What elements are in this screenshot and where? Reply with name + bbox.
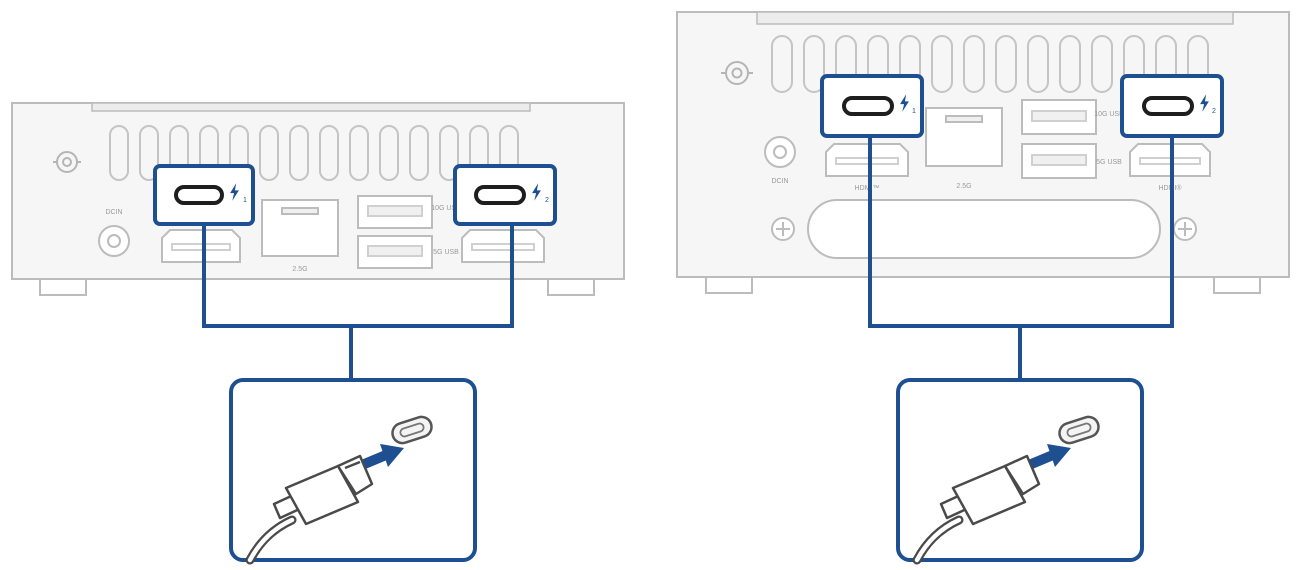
usb-c-plug-icon <box>912 454 1041 565</box>
usb-c-port-icon <box>174 185 224 205</box>
usb-bottom-label: 5G USB <box>433 249 459 256</box>
right-thunderbolt-port-2: 2 <box>1120 74 1224 138</box>
ethernet-label: 2.5G <box>956 183 971 190</box>
usb-c-port-icon <box>474 185 526 205</box>
left-thunderbolt-port-1: 1 <box>153 164 255 226</box>
tb-index-2: 2 <box>545 197 549 204</box>
left-dc-jack: DCIN <box>98 209 130 257</box>
right-usb-a-ports: 10G USB 5G USB <box>1021 99 1124 179</box>
usb-c-port-icon <box>842 96 894 116</box>
left-callout <box>229 378 477 565</box>
usb-top-label: 10G USB <box>1094 111 1124 118</box>
left-hdmi-2 <box>461 229 545 263</box>
kensington-lock-icon <box>721 61 753 85</box>
right-connector-lines <box>868 136 1174 380</box>
usb-bottom-label: 5G USB <box>1096 159 1122 166</box>
tb-index-1: 1 <box>243 197 247 204</box>
right-callout <box>896 378 1144 565</box>
right-mini-pc: DCIN HDMI™ HDMI® 2.5G 10G USB 5G USB <box>676 11 1290 565</box>
left-usb-a-ports: 10G USB 5G USB <box>357 195 461 269</box>
dc-label: DCIN <box>771 178 788 185</box>
usb-top-label: 10G USB <box>431 205 461 212</box>
right-foot-right <box>1213 276 1261 294</box>
left-ethernet-port: 2.5G <box>261 199 339 273</box>
usb-c-port-icon <box>1058 415 1100 445</box>
dc-label: DCIN <box>105 209 122 216</box>
right-ethernet-port: 2.5G <box>925 107 1003 190</box>
left-thunderbolt-port-2: 2 <box>453 164 557 226</box>
right-foot-left <box>705 276 753 294</box>
left-hdmi-1 <box>161 229 241 263</box>
usb-c-port-icon <box>1142 96 1194 116</box>
usb-c-plug-icon <box>245 454 374 565</box>
right-top-lip <box>756 11 1234 25</box>
left-connector-lines <box>202 224 514 380</box>
left-foot-right <box>547 278 595 296</box>
tb-index-2: 2 <box>1212 108 1216 115</box>
left-top-lip <box>91 102 531 112</box>
right-dc-jack: DCIN <box>764 136 796 185</box>
usb-c-port-icon <box>391 415 433 445</box>
ethernet-label: 2.5G <box>292 266 307 273</box>
right-thunderbolt-port-1: 1 <box>820 74 924 138</box>
left-mini-pc: DCIN 2.5G 10G USB 5G USB <box>11 102 625 565</box>
right-expansion-slot <box>771 199 1197 259</box>
tb-index-1: 1 <box>912 108 916 115</box>
kensington-lock-icon <box>53 151 81 173</box>
hdmi-1-label: HDMI™ <box>855 185 880 192</box>
left-foot-left <box>39 278 87 296</box>
right-hdmi-1: HDMI™ <box>825 143 909 192</box>
